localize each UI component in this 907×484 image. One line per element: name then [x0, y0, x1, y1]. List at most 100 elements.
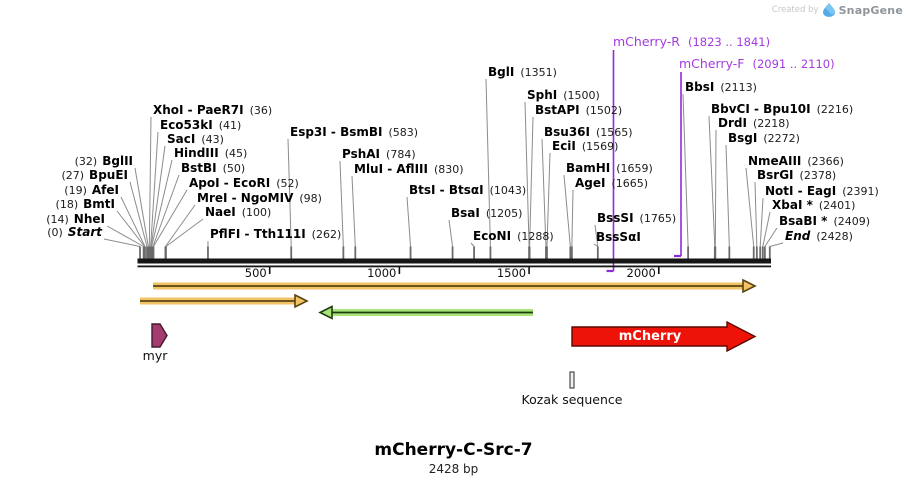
- enzyme-site-label: DrdI(2218): [718, 115, 790, 132]
- enzyme-position: (1765): [639, 212, 677, 225]
- enzyme-position: (2391): [842, 185, 879, 198]
- leader-line: [714, 129, 717, 247]
- enzyme-site-label: Eco53kI(41): [160, 117, 241, 134]
- enzyme-position: (784): [386, 148, 416, 161]
- enzyme-position: (52): [276, 177, 299, 190]
- enzyme-site-label: PflFI - Tth111I(262): [210, 226, 341, 243]
- enzyme-name: BsgI: [728, 131, 758, 145]
- enzyme-position: (2428): [816, 230, 853, 243]
- enzyme-name: BsrGI: [757, 168, 794, 182]
- enzyme-name: SphI: [527, 88, 558, 102]
- leader-line: [485, 78, 491, 247]
- enzyme-name: PshAI: [342, 147, 381, 161]
- leader-line: [524, 101, 530, 247]
- enzyme-position: (27): [61, 169, 85, 182]
- leader-line: [148, 116, 152, 247]
- enzyme-name: NheI: [73, 212, 105, 226]
- sequence-bar: [137, 258, 771, 264]
- enzyme-site-label: Bsu36I(1565): [544, 124, 633, 141]
- leader-line: [754, 181, 758, 247]
- ruler-number: 1000: [367, 266, 397, 280]
- leader-line: [470, 242, 475, 247]
- enzyme-site-label: (19)AfeI: [64, 182, 119, 199]
- ruler-number: 500: [244, 266, 267, 280]
- enzyme-site-label: BamHI(1659): [566, 160, 653, 177]
- leader-line: [151, 159, 173, 247]
- ruler-number: 1500: [496, 266, 527, 280]
- myr-feature-arrow: [151, 323, 168, 348]
- leader-line: [764, 227, 778, 247]
- leader-line: [406, 196, 412, 247]
- enzyme-position: (262): [311, 228, 342, 241]
- enzyme-name: End: [785, 229, 811, 243]
- ruler-line: [137, 265, 771, 268]
- enzyme-name: BpuEI: [89, 168, 128, 182]
- leader-line: [762, 211, 771, 247]
- leader-line: [351, 175, 356, 247]
- enzyme-position: (1205): [485, 207, 523, 220]
- leader-line: [165, 204, 196, 247]
- enzyme-position: (1043): [489, 184, 527, 197]
- enzyme-site-label: BsaBI *(2409): [779, 213, 870, 230]
- leader-line: [563, 174, 571, 247]
- enzyme-site-label: BstAPI(1502): [535, 102, 622, 119]
- enzyme-position: (1569): [581, 140, 619, 153]
- enzyme-name: ApoI - EcoRI: [189, 176, 271, 190]
- enzyme-site-label: NmeAIII(2366): [748, 153, 844, 170]
- leader-line: [120, 196, 146, 247]
- enzyme-site-label: SphI(1500): [527, 87, 600, 104]
- leader-line: [593, 243, 599, 247]
- enzyme-position: (2409): [833, 215, 871, 228]
- leader-line: [134, 167, 149, 247]
- created-by-text: Created by: [771, 5, 819, 15]
- enzyme-name: EcoNI: [473, 229, 512, 243]
- mcherry-feature-arrow: [571, 320, 757, 353]
- enzyme-name: EciI: [552, 139, 576, 153]
- enzyme-site-label: BssSI (1765): [597, 210, 676, 227]
- enzyme-site-label: ApoI - EcoRI (52): [189, 175, 299, 192]
- primer-label: mCherry-R(1823 .. 1841): [613, 34, 770, 50]
- map-length: 2428 bp: [428, 462, 479, 476]
- enzyme-position: (1565): [596, 126, 633, 139]
- enzyme-position: (830): [433, 163, 464, 176]
- primer-range: (2091 .. 2110): [752, 57, 835, 71]
- leader-line: [287, 138, 292, 247]
- enzyme-site-label: EcoNI(1288): [473, 228, 554, 245]
- enzyme-name: Esp3I - BsmBI: [290, 125, 383, 139]
- enzyme-position: (1665): [611, 177, 649, 190]
- enzyme-position: (100): [241, 206, 272, 219]
- enzyme-position: (19): [64, 184, 87, 197]
- enzyme-name: MreI - NgoMIV: [197, 191, 294, 205]
- enzyme-position: (2401): [818, 199, 856, 212]
- enzyme-position: (50): [222, 162, 246, 175]
- title-block: mCherry-C-Src-7 2428 bp: [0, 441, 907, 477]
- enzyme-name: DrdI: [718, 116, 747, 130]
- enzyme-name: BstAPI: [535, 103, 580, 117]
- enzyme-name: BglII: [102, 154, 133, 168]
- enzyme-name: BsaI: [451, 206, 480, 220]
- enzyme-site-label: BstBI(50): [181, 160, 245, 177]
- leader-line: [546, 152, 551, 247]
- enzyme-site-label: BsgI(2272): [728, 130, 800, 147]
- enzyme-position: (98): [299, 192, 322, 205]
- enzyme-site-label: EciI (1569): [552, 138, 618, 155]
- enzyme-site-label: BsaI (1205): [451, 205, 522, 222]
- leader-line: [339, 160, 344, 247]
- enzyme-site-label: Esp3I - BsmBI(583): [290, 124, 418, 141]
- enzyme-site-label: NaeI(100): [205, 204, 271, 221]
- enzyme-name: BssSI: [597, 211, 634, 225]
- map-title: mCherry-C-Src-7: [374, 440, 533, 460]
- leader-line: [116, 210, 146, 247]
- enzyme-site-label: SacI(43): [167, 131, 224, 148]
- leader-line: [448, 219, 454, 247]
- enzyme-name: BbvCI - Bpu10I: [711, 102, 811, 116]
- enzyme-site-label: End (2428): [785, 228, 853, 245]
- enzyme-name: NmeAIII: [748, 154, 802, 168]
- enzyme-site-label: AgeI(1665): [575, 175, 648, 192]
- brand-text: SnapGene: [838, 3, 903, 17]
- enzyme-site-label: XhoI - PaeR7I(36): [153, 102, 272, 119]
- watermark: Created by SnapGene: [772, 3, 903, 17]
- enzyme-position: (45): [224, 147, 248, 160]
